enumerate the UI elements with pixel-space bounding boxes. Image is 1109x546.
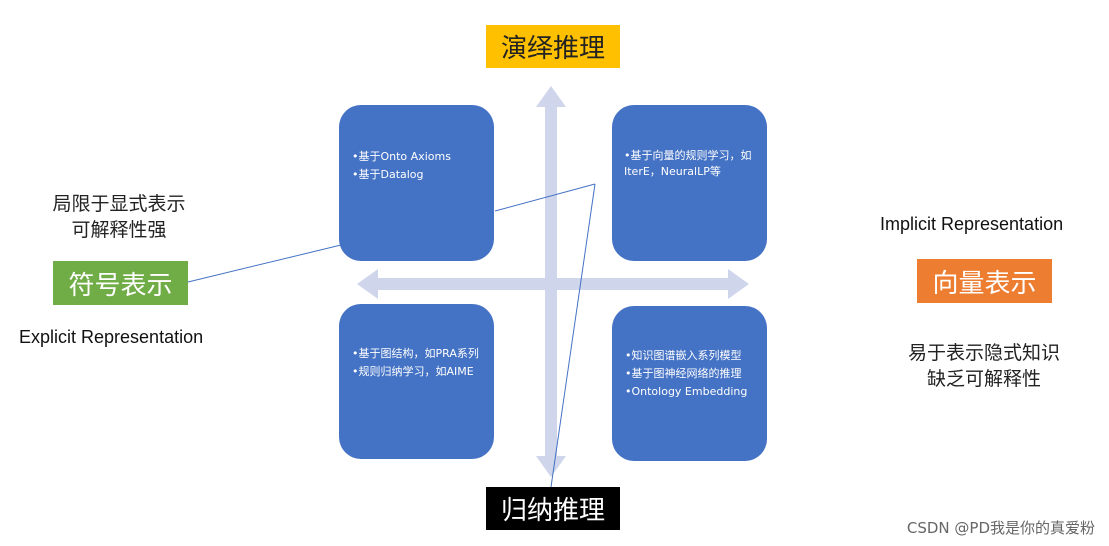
quadrant-item: •基于Datalog xyxy=(352,168,424,181)
right-note-line2: 缺乏可解释性 xyxy=(926,368,1041,390)
quadrant-top-right: •基于向量的规则学习，如IterE，NeuralLP等 xyxy=(612,105,767,261)
quadrant-bottom-right: •知识图谱嵌入系列模型 •基于图神经网络的推理 •Ontology Embedd… xyxy=(612,306,767,461)
connector-diagonal xyxy=(550,183,596,488)
right-note: 易于表示隐式知识 缺乏可解释性 xyxy=(896,340,1072,392)
quadrant-item: •知识图谱嵌入系列模型 xyxy=(625,349,742,362)
vertical-arrow xyxy=(536,86,566,477)
quadrant-item: •基于图结构，如PRA系列 xyxy=(352,347,479,360)
quadrant-item: •基于Onto Axioms xyxy=(352,150,451,163)
inductive-reasoning-label: 归纳推理 xyxy=(486,487,620,530)
quadrant-item: •Ontology Embedding xyxy=(625,385,748,398)
quadrant-top-left: •基于Onto Axioms •基于Datalog xyxy=(339,105,494,261)
left-note-line1: 局限于显式表示 xyxy=(52,193,186,215)
watermark: CSDN @PD我是你的真爱粉 xyxy=(906,519,1095,537)
right-note-line1: 易于表示隐式知识 xyxy=(907,342,1060,364)
left-note: 局限于显式表示 可解释性强 xyxy=(41,191,197,243)
vector-representation-label: 向量表示 xyxy=(917,259,1052,303)
connector-upper xyxy=(494,183,596,212)
quadrant-item: •规则归纳学习，如AIME xyxy=(352,365,474,378)
connector-left xyxy=(187,244,342,283)
deductive-reasoning-label: 演绎推理 xyxy=(486,25,620,68)
symbolic-representation-label: 符号表示 xyxy=(53,261,188,305)
quadrant-bottom-left: •基于图结构，如PRA系列 •规则归纳学习，如AIME xyxy=(339,304,494,459)
implicit-representation-text: Implicit Representation xyxy=(880,214,1064,234)
quadrant-item: •基于图神经网络的推理 xyxy=(625,367,742,380)
left-note-line2: 可解释性强 xyxy=(71,219,167,241)
explicit-representation-text: Explicit Representation xyxy=(19,327,204,347)
quadrant-item: •基于向量的规则学习，如IterE，NeuralLP等 xyxy=(624,149,752,178)
